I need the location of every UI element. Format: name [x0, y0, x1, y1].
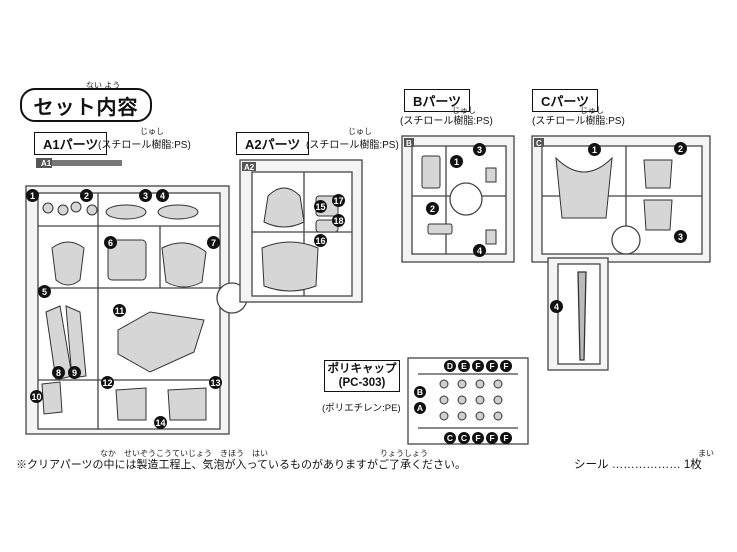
polycap-label: ポリキャップ	[327, 363, 397, 375]
polycap-bottom-f2: F	[486, 432, 498, 444]
polycap-top-f1: F	[472, 360, 484, 372]
c-ruby: じゅし	[580, 106, 604, 115]
seal-label: シール	[574, 459, 609, 471]
a1-parts	[41, 201, 207, 421]
a2-part-15: 15	[314, 200, 327, 213]
a1-part-5: 5	[38, 285, 51, 298]
a1-part-6: 6	[104, 236, 117, 249]
polycap-side-a: A	[414, 402, 426, 414]
polycap-top-f3: F	[500, 360, 512, 372]
a2-part-16: 16	[314, 234, 327, 247]
seal-count: 1枚	[683, 459, 702, 471]
b-header: Bパーツ	[404, 89, 471, 112]
a2-header: A2パーツ	[236, 132, 310, 155]
b-part-3: 3	[473, 143, 486, 156]
c-material: (スチロール樹脂:PS)	[532, 116, 625, 127]
polycap-side-b: B	[414, 386, 426, 398]
c-part-1: 1	[588, 143, 601, 156]
a2-part-17: 17	[332, 194, 345, 207]
c-part-3: 3	[674, 230, 687, 243]
a1-part-10: 10	[30, 390, 43, 403]
a2-part-18: 18	[332, 214, 345, 227]
a1-part-1: 1	[26, 189, 39, 202]
polycap-bottom-c2: C	[458, 432, 470, 444]
c-header: Cパーツ	[532, 89, 599, 112]
seal-dots: ………………	[611, 459, 681, 471]
a1-header: A1パーツ	[34, 132, 108, 155]
a2-tag: A2	[244, 163, 255, 172]
page-title: セット内容	[20, 88, 152, 122]
b-ruby: じゅし	[452, 106, 476, 115]
b-parts	[421, 155, 497, 245]
a1-part-13: 13	[209, 376, 222, 389]
b-tag: B	[406, 139, 412, 148]
b-material: (スチロール樹脂:PS)	[400, 116, 493, 127]
polycap-top-d: D	[444, 360, 456, 372]
a1-tag: A1	[41, 159, 52, 168]
polycap-bottom-f1: F	[472, 432, 484, 444]
a1-part-7: 7	[207, 236, 220, 249]
a1-part-12: 12	[101, 376, 114, 389]
c-tag: C	[536, 139, 542, 148]
c-parts	[555, 156, 673, 231]
a1-part-2: 2	[80, 189, 93, 202]
clear-parts-note: ※クリアパーツの中には製造工程上、気泡が入っているものがありますがご了承ください…	[16, 459, 467, 471]
b-part-1: 1	[450, 155, 463, 168]
a1-ruby: じゅし	[140, 127, 164, 136]
b-part-2: 2	[426, 202, 439, 215]
a2-material: (スチロール樹脂:PS)	[306, 140, 399, 151]
polycap-top-f2: F	[486, 360, 498, 372]
seal-ruby: まい	[698, 449, 714, 458]
polycap-material: (ポリエチレン:PE)	[322, 403, 401, 414]
polycap-bottom-c1: C	[444, 432, 456, 444]
title-ruby: ない よう	[86, 81, 121, 90]
seal-count-row: シール ……………… 1枚	[574, 456, 702, 472]
c-part-2: 2	[674, 142, 687, 155]
a2-ruby: じゅし	[348, 127, 372, 136]
polycap-top-e: E	[458, 360, 470, 372]
polycap-code: (PC-303)	[338, 377, 386, 389]
a1-part-3: 3	[139, 189, 152, 202]
a1-part-8: 8	[52, 366, 65, 379]
polycap-parts	[439, 379, 503, 421]
b-part-4: 4	[473, 244, 486, 257]
a1-part-4: 4	[156, 189, 169, 202]
a1-part-14: 14	[154, 416, 167, 429]
polycap-label-box: ポリキャップ (PC-303)	[324, 360, 400, 392]
a1-part-11: 11	[113, 304, 126, 317]
note-ruby: なか せいぞうこうていじょう きほう はい りょうしょう	[100, 449, 428, 458]
a1-part-9: 9	[68, 366, 81, 379]
c-part-4: 4	[550, 300, 563, 313]
a1-material: (スチロール樹脂:PS)	[98, 140, 191, 151]
polycap-frame	[407, 357, 529, 445]
polycap-bottom-f3: F	[500, 432, 512, 444]
